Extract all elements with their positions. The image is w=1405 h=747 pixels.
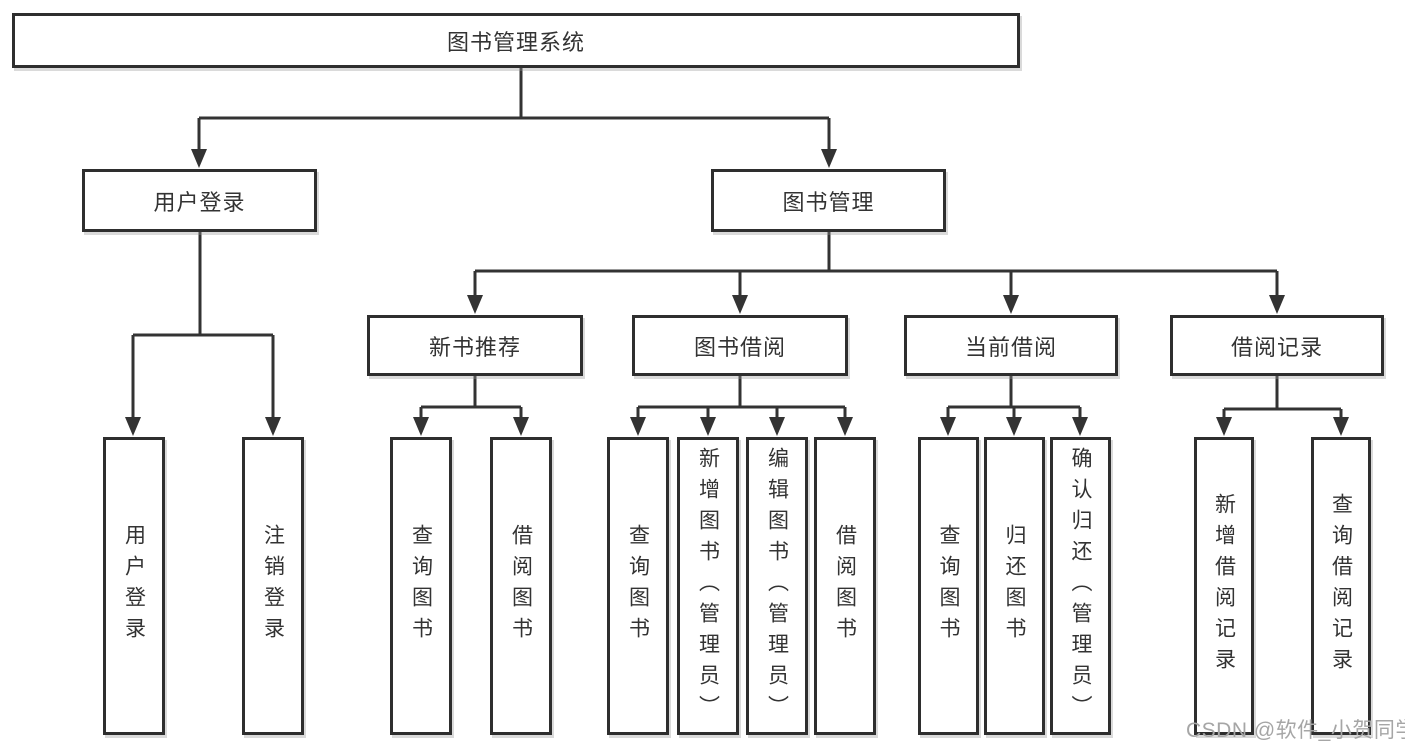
leaf-query-books-recommend-label: 查询图书 — [409, 524, 433, 648]
watermark: CSDN @软件_小贺同学 — [1186, 719, 1405, 742]
node-book-borrowing: 图书借阅 — [632, 315, 848, 376]
leaf-query-books-current-label: 查询图书 — [937, 524, 960, 648]
node-book-management-label: 图书管理 — [782, 189, 875, 215]
node-borrowing-records-label: 借阅记录 — [1230, 334, 1323, 360]
leaf-borrow-books-recommend: 借阅图书 — [490, 437, 552, 735]
leaf-add-borrow-record-label: 新增借阅记录 — [1212, 493, 1236, 679]
leaf-query-borrow-record: 查询借阅记录 — [1311, 437, 1371, 735]
node-user-login-label: 用户登录 — [153, 189, 246, 215]
leaf-add-borrow-record: 新增借阅记录 — [1194, 437, 1254, 735]
leaf-query-books-recommend: 查询图书 — [390, 437, 452, 735]
node-current-borrowing: 当前借阅 — [904, 315, 1118, 376]
leaf-query-books-current: 查询图书 — [918, 437, 979, 735]
leaf-borrow-books-recommend-label: 借阅图书 — [509, 524, 533, 648]
node-borrowing-records: 借阅记录 — [1170, 315, 1384, 376]
leaf-query-books-borrowing-label: 查询图书 — [626, 524, 650, 648]
node-new-book-recommend-label: 新书推荐 — [428, 334, 521, 360]
connector-path — [131, 68, 1343, 421]
leaf-add-books-admin: 新增图书（管理员） — [677, 437, 739, 735]
arrowhead-icon — [125, 149, 1349, 436]
leaf-confirm-return-admin: 确认归还（管理员） — [1050, 437, 1111, 735]
leaf-query-borrow-record-label: 查询借阅记录 — [1329, 493, 1353, 679]
leaf-edit-books-admin: 编辑图书（管理员） — [746, 437, 808, 735]
leaf-return-books: 归还图书 — [984, 437, 1045, 735]
node-root: 图书管理系统 — [12, 13, 1020, 68]
leaf-return-books-label: 归还图书 — [1003, 524, 1026, 648]
node-user-login: 用户登录 — [82, 169, 317, 232]
leaf-borrow-books-borrowing: 借阅图书 — [814, 437, 876, 735]
leaf-borrow-books-borrowing-label: 借阅图书 — [833, 524, 857, 648]
node-current-borrowing-label: 当前借阅 — [964, 334, 1057, 360]
leaf-user-login-label: 用户登录 — [122, 524, 146, 648]
node-root-label: 图书管理系统 — [446, 29, 585, 55]
leaf-confirm-return-admin-label: 确认归还（管理员） — [1069, 446, 1092, 726]
node-book-management: 图书管理 — [711, 169, 946, 232]
leaf-edit-books-admin-label: 编辑图书（管理员） — [765, 446, 789, 726]
leaf-logout-label: 注销登录 — [261, 524, 285, 648]
node-new-book-recommend: 新书推荐 — [367, 315, 583, 376]
leaf-logout: 注销登录 — [242, 437, 304, 735]
leaf-query-books-borrowing: 查询图书 — [607, 437, 669, 735]
node-book-borrowing-label: 图书借阅 — [693, 334, 786, 360]
leaf-user-login: 用户登录 — [103, 437, 165, 735]
leaf-add-books-admin-label: 新增图书（管理员） — [696, 446, 720, 726]
